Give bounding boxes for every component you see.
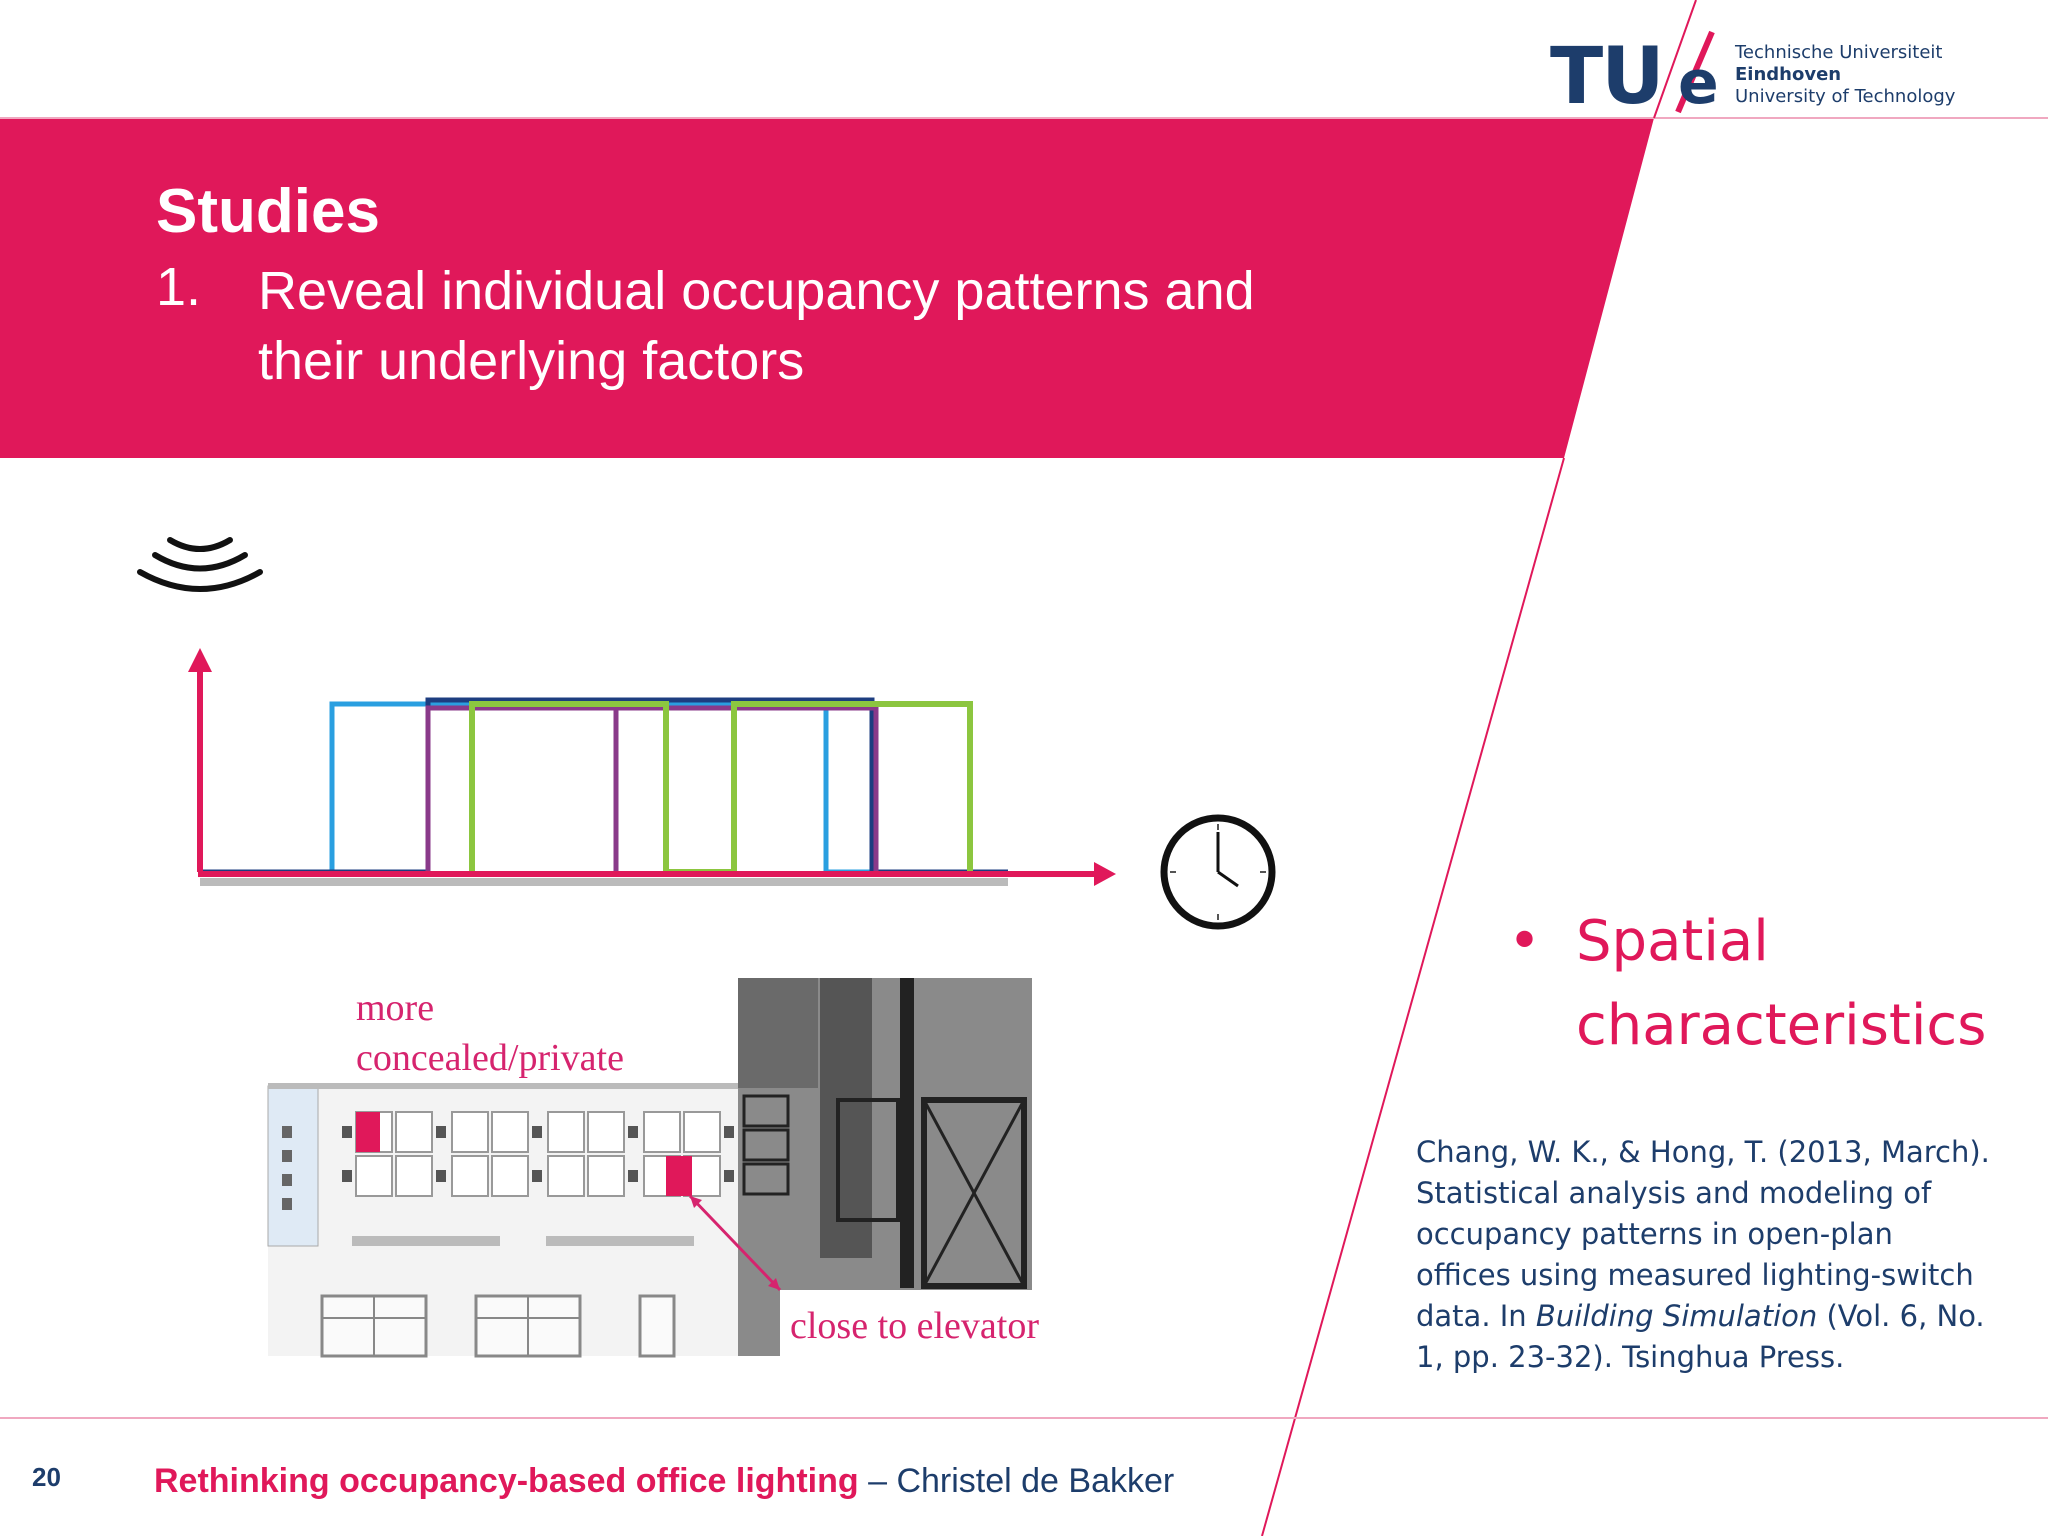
footer-title: Rethinking occupancy-based office lighti…	[154, 1462, 1174, 1501]
logo-line-3: University of Technology	[1735, 86, 1956, 107]
pattern-navy	[200, 697, 1008, 875]
citation-text: Chang, W. K., & Hong, T. (2013, March). …	[1416, 1135, 1990, 1333]
citation-journal: Building Simulation	[1535, 1299, 1818, 1333]
bullet-text: Spatial characteristics	[1576, 909, 1987, 1058]
label-more: more	[356, 987, 435, 1029]
occupancy-pattern-diagram	[188, 648, 1116, 886]
subtitle-number: 1.	[156, 257, 202, 317]
diagonal-line-top	[1653, 0, 1697, 119]
office-floorplan	[267, 978, 1032, 1358]
author-name: Christel de Bakker	[896, 1462, 1175, 1500]
title-band	[0, 118, 1654, 458]
clock-icon	[1160, 814, 1276, 930]
slide-title: Studies	[156, 177, 380, 246]
logo-line-1: Technische Universiteit	[1735, 42, 1943, 63]
page-number: 20	[32, 1462, 61, 1492]
svg-text:TU: TU	[1550, 32, 1663, 122]
pattern-blue	[200, 701, 1008, 875]
motion-sensor-waves-icon	[137, 537, 263, 592]
pattern-green	[469, 701, 973, 875]
logo-line-2: Eindhoven	[1735, 64, 1842, 85]
pattern-purple	[425, 705, 619, 872]
talk-title: Rethinking occupancy-based office lighti…	[154, 1462, 859, 1500]
citation-details: (Vol. 6, No. 1, pp. 23-32). Tsinghua Pre…	[1416, 1299, 1985, 1374]
citation: Chang, W. K., & Hong, T. (2013, March). …	[1416, 1132, 1996, 1378]
slide-subtitle: Reveal individual occupancy patterns and…	[258, 261, 1255, 391]
svg-text:e: e	[1678, 48, 1719, 118]
university-name: Technische Universiteit Eindhoven Univer…	[1735, 42, 1955, 108]
footer-separator: –	[858, 1462, 897, 1500]
label-concealed-private: concealed/private	[356, 1037, 624, 1079]
label-close-to-elevator: close to elevator	[786, 1304, 1044, 1348]
tue-logo: TU e	[1550, 30, 1719, 122]
bullet-symbol: •	[1508, 909, 1542, 974]
diagonal-line	[1261, 457, 1565, 1536]
